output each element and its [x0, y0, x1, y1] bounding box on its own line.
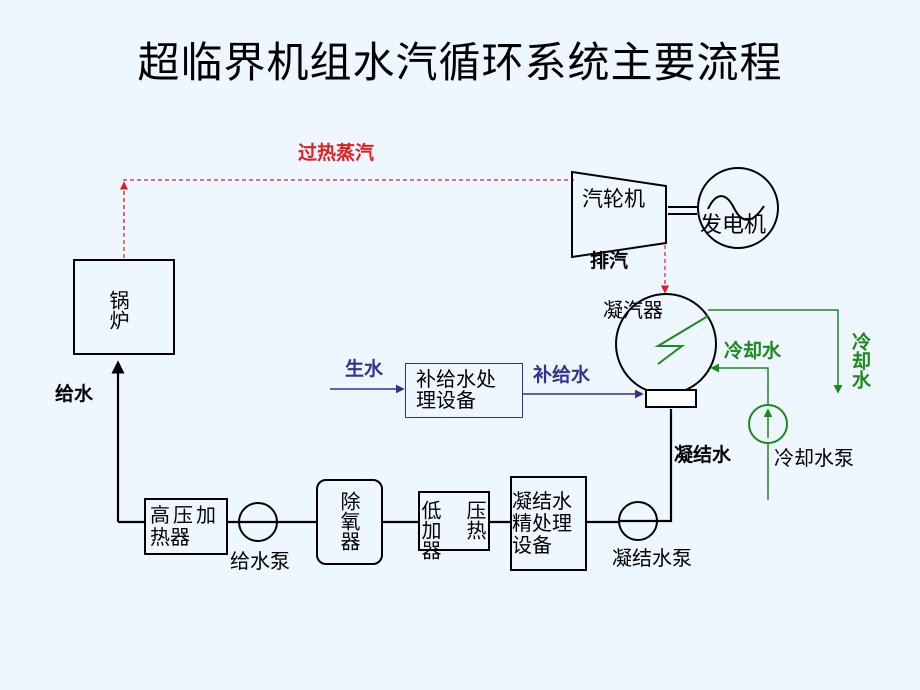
- page-title: 超临界机组水汽循环系统主要流程: [137, 38, 783, 87]
- makeup-water-label: 补给水: [533, 364, 591, 386]
- condensate-polishing-box: [510, 476, 587, 571]
- boiler-box: [73, 259, 175, 355]
- lp-heater-box: [418, 491, 490, 551]
- cooling-water-pump-label: 冷却水泵: [774, 446, 854, 470]
- makeup-treatment-box: [405, 363, 523, 418]
- raw-water-label: 生水: [345, 358, 384, 380]
- condenser-label: 凝汽器: [603, 298, 663, 322]
- condenser-hotwell: [645, 389, 697, 408]
- cooling-coil: [654, 315, 709, 365]
- feed-pump-label: 给水泵: [230, 549, 290, 573]
- cooling-water-supply: [710, 363, 769, 405]
- cooling-water-out-label: 冷却水: [849, 332, 871, 389]
- generator-label: 发电机: [700, 213, 767, 238]
- makeup-treatment-label-line2: 理设备: [416, 388, 476, 412]
- boiler-label: 锅炉: [106, 290, 130, 330]
- cooling-water-in-label: 冷却水: [724, 340, 782, 362]
- superheated-steam-line: [123, 179, 574, 258]
- cooling-water-pump-circle: [748, 404, 788, 444]
- feedwater-label: 给水: [55, 383, 94, 405]
- deaerator-label: 除氧器: [337, 491, 361, 551]
- generator-wave-icon: [707, 195, 765, 221]
- lp-heater-label-col1: 低加器: [418, 500, 442, 560]
- deaerator-box: [316, 479, 383, 565]
- condensate-pump-label: 凝结水泵: [612, 546, 692, 570]
- condensate-polishing-label-line2: 精处理: [512, 511, 572, 535]
- lp-heater-label-col2: 压热: [463, 500, 487, 540]
- hp-heater-label-line1: 高压加: [150, 503, 219, 527]
- condensate-label: 凝结水: [674, 444, 732, 466]
- hp-heater-box: [144, 498, 228, 555]
- condensate-line: [658, 409, 673, 523]
- generator-circle: [697, 167, 779, 249]
- cooling-water-return: [708, 309, 843, 394]
- hp-heater-label-line2: 热器: [150, 525, 190, 549]
- turbine-label: 汽轮机: [582, 187, 645, 211]
- condensate-polishing-label-line1: 凝结水: [512, 489, 572, 513]
- condensate-polishing-label-line3: 设备: [512, 533, 552, 557]
- exhaust-label: 排汽: [590, 250, 629, 272]
- superheated-steam-label: 过热蒸汽: [298, 142, 375, 164]
- turbine-shape: [571, 170, 667, 259]
- makeup-treatment-label-line1: 补给水处: [416, 367, 496, 391]
